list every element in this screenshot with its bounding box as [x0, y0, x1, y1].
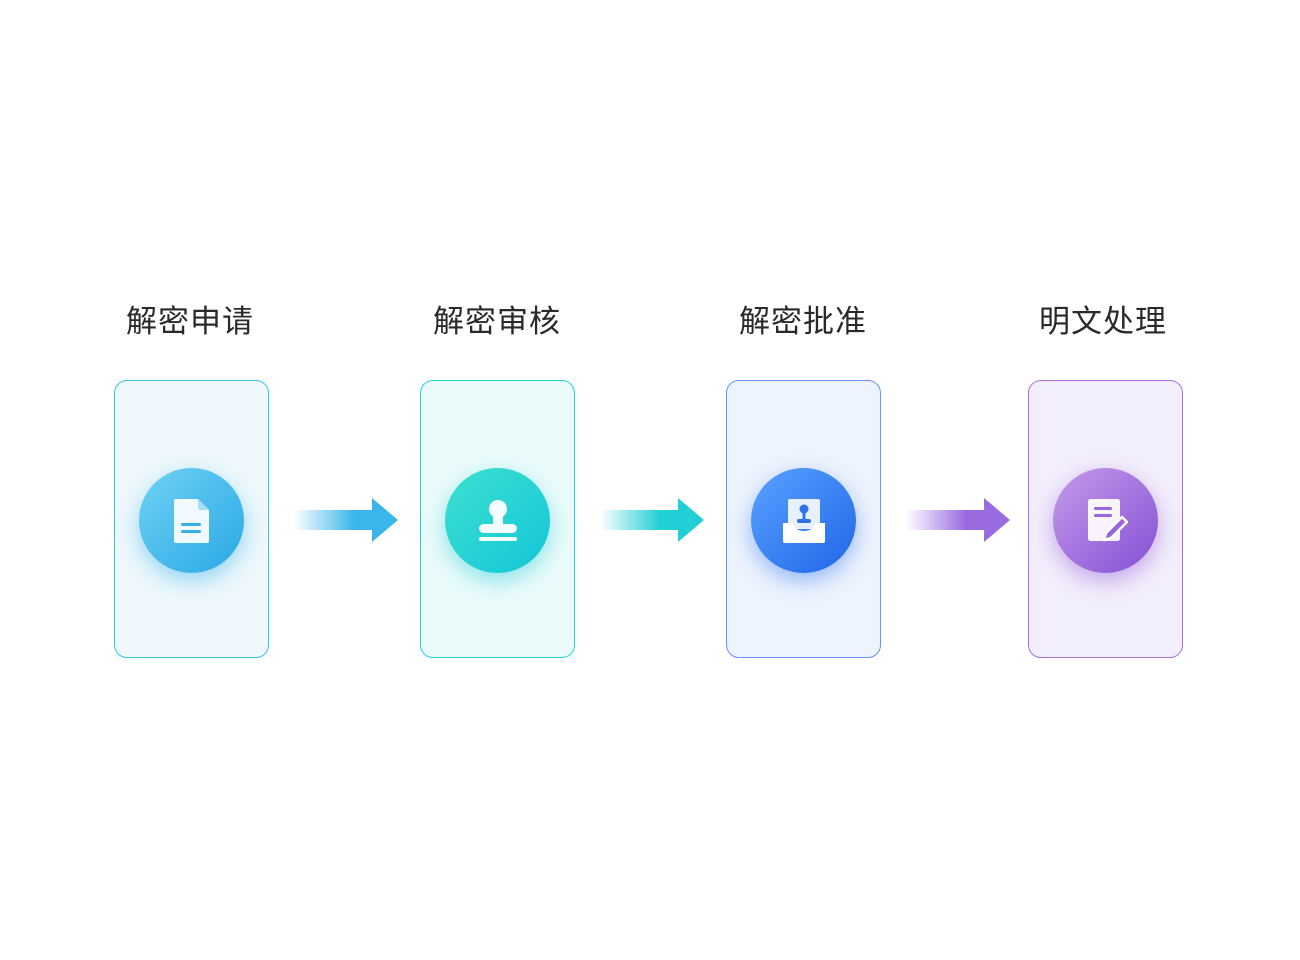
edit-document-icon — [1053, 468, 1158, 573]
step-title-apply: 解密申请 — [126, 304, 254, 340]
inbox-user-icon — [751, 468, 856, 573]
stamp-icon — [445, 468, 550, 573]
arrow-2 — [600, 496, 704, 544]
document-icon — [139, 468, 244, 573]
step-card-approve — [726, 380, 881, 658]
step-card-plaintext — [1028, 380, 1183, 658]
arrow-1 — [294, 496, 398, 544]
step-title-review: 解密审核 — [433, 304, 561, 340]
step-card-apply — [114, 380, 269, 658]
step-card-review — [420, 380, 575, 658]
arrow-3 — [906, 496, 1010, 544]
step-title-plaintext: 明文处理 — [1039, 304, 1167, 340]
step-title-approve: 解密批准 — [739, 304, 867, 340]
